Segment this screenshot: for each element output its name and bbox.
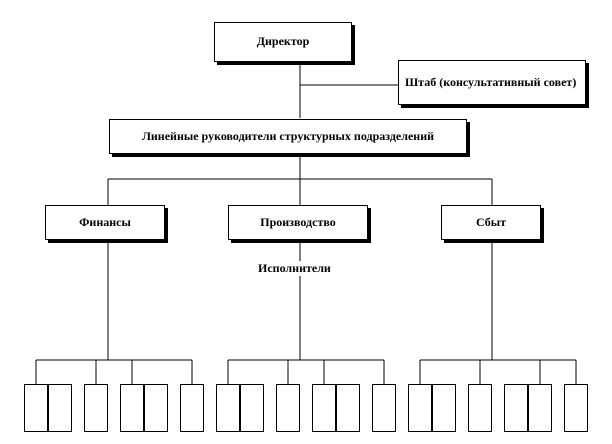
executor-box bbox=[24, 384, 48, 432]
department-production-label: Производство bbox=[260, 214, 336, 229]
executor-box bbox=[48, 384, 72, 432]
staff-label: Штаб (консультативный совет) bbox=[405, 74, 577, 89]
department-finance-label: Финансы bbox=[79, 214, 131, 229]
staff-box: Штаб (консультативный совет) bbox=[398, 60, 586, 105]
executor-box bbox=[144, 384, 168, 432]
executors-label: Исполнители bbox=[256, 261, 333, 276]
director-box: Директор bbox=[214, 22, 352, 62]
executor-box bbox=[276, 384, 300, 432]
executor-box bbox=[84, 384, 108, 432]
executor-box bbox=[216, 384, 240, 432]
executor-box bbox=[372, 384, 396, 432]
department-production: Производство bbox=[228, 205, 368, 240]
executor-box bbox=[564, 384, 588, 432]
line-managers-box: Линейные руководители структурных подраз… bbox=[109, 119, 467, 154]
executor-box bbox=[120, 384, 144, 432]
line-managers-label: Линейные руководители структурных подраз… bbox=[141, 128, 435, 143]
executor-box bbox=[180, 384, 204, 432]
executor-box bbox=[408, 384, 432, 432]
department-finance: Финансы bbox=[45, 205, 165, 240]
executor-box bbox=[336, 384, 360, 432]
executor-box bbox=[528, 384, 552, 432]
executor-box bbox=[468, 384, 492, 432]
executor-box bbox=[432, 384, 456, 432]
executor-box bbox=[504, 384, 528, 432]
department-sales-label: Сбыт bbox=[475, 214, 507, 229]
executor-box bbox=[240, 384, 264, 432]
executor-box bbox=[312, 384, 336, 432]
department-sales: Сбыт bbox=[441, 205, 541, 240]
director-label: Директор bbox=[256, 34, 310, 49]
